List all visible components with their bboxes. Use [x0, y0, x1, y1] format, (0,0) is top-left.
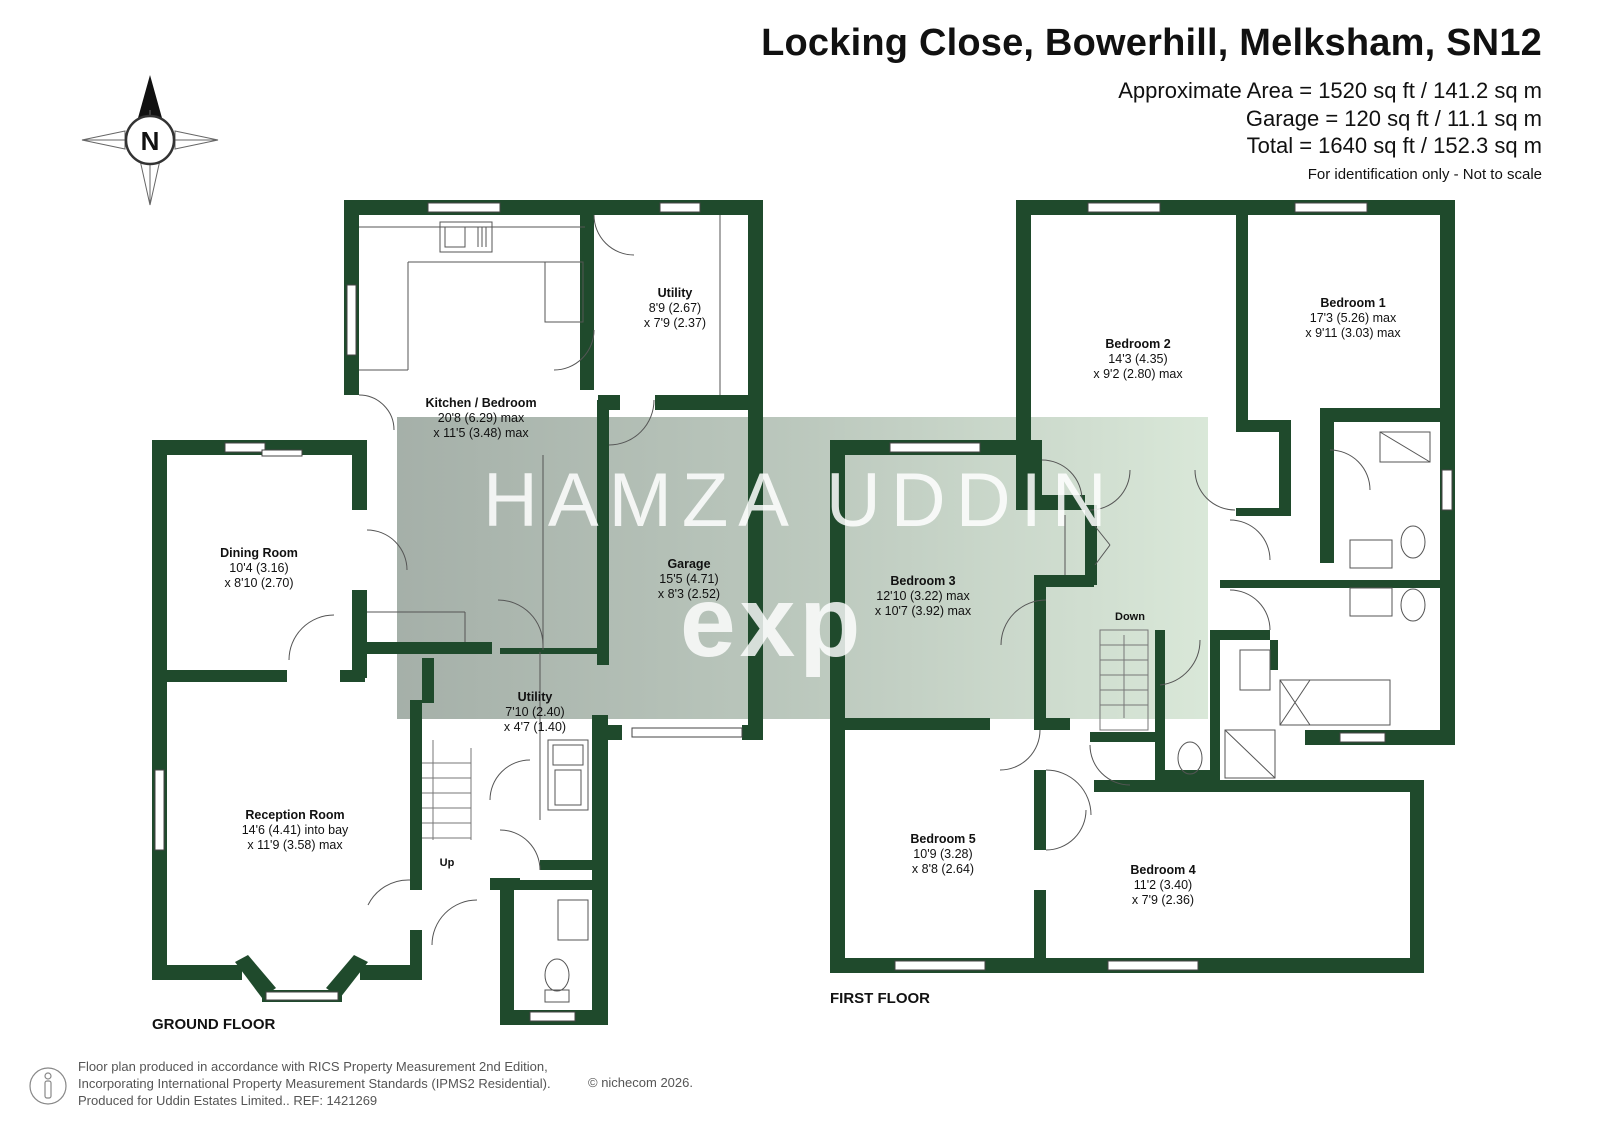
approx-area: Approximate Area = 1520 sq ft / 141.2 sq…	[1118, 78, 1542, 103]
first-floor-fixtures	[999, 431, 1431, 851]
room-kitchen: Kitchen / Bedroom 20'8 (6.29) max x 11'5…	[425, 396, 537, 440]
footer-credit: © nichecom 2026.	[588, 1075, 693, 1090]
room-bedroom-5: Bedroom 5 10'9 (3.28) x 8'8 (2.64)	[910, 832, 976, 876]
page-title: Locking Close, Bowerhill, Melksham, SN12	[761, 22, 1542, 64]
watermark-brand-logo: exp	[680, 566, 865, 678]
total-area: Total = 1640 sq ft / 152.3 sq m	[1246, 133, 1542, 158]
room-bedroom-4: Bedroom 4 11'2 (3.40) x 7'9 (2.36)	[1130, 863, 1196, 907]
stair-down-label: Down	[1115, 611, 1145, 623]
garage-area: Garage = 120 sq ft / 11.1 sq m	[1245, 106, 1542, 131]
first-floor-windows	[889, 202, 1453, 971]
room-dining: Dining Room 10'4 (3.16) x 8'10 (2.70)	[220, 546, 298, 590]
compass-icon: N	[81, 75, 219, 206]
room-reception: Reception Room 14'6 (4.41) into bay x 11…	[241, 808, 349, 852]
watermark-box	[397, 417, 1208, 719]
person-scale-icon	[29, 1067, 67, 1105]
ground-floor-label: GROUND FLOOR	[152, 1016, 276, 1033]
footer-line-2: Incorporating International Property Mea…	[78, 1076, 551, 1091]
footer-line-1: Floor plan produced in accordance with R…	[78, 1059, 548, 1074]
first-floor-label: FIRST FLOOR	[830, 990, 930, 1007]
footer-disclaimer: Floor plan produced in accordance with R…	[78, 1058, 551, 1109]
room-bedroom-3: Bedroom 3 12'10 (3.22) max x 10'7 (3.92)…	[874, 574, 972, 618]
watermark-text: HAMZA UDDIN	[483, 458, 1117, 543]
stair-up-label: Up	[439, 857, 455, 869]
room-bedroom-1: Bedroom 1 17'3 (5.26) max x 9'11 (3.03) …	[1305, 296, 1401, 340]
footer-line-3: Produced for Uddin Estates Limited.. REF…	[78, 1093, 378, 1108]
ground-floor-walls	[152, 200, 763, 1025]
room-bedroom-2: Bedroom 2 14'3 (4.35) x 9'2 (2.80) max	[1093, 337, 1183, 381]
first-floor-walls	[830, 200, 1455, 973]
room-garage: Garage 15'5 (4.71) x 8'3 (2.52)	[657, 557, 721, 601]
room-utility-bottom: Utility 7'10 (2.40) x 4'7 (1.40)	[503, 690, 567, 734]
ground-floor-fixtures	[288, 214, 721, 1003]
compass-north-label: N	[141, 126, 160, 156]
identification-note: For identification only - Not to scale	[1307, 166, 1542, 183]
ground-floor-windows	[154, 202, 743, 1022]
room-utility-top: Utility 8'9 (2.67) x 7'9 (2.37)	[643, 286, 707, 330]
